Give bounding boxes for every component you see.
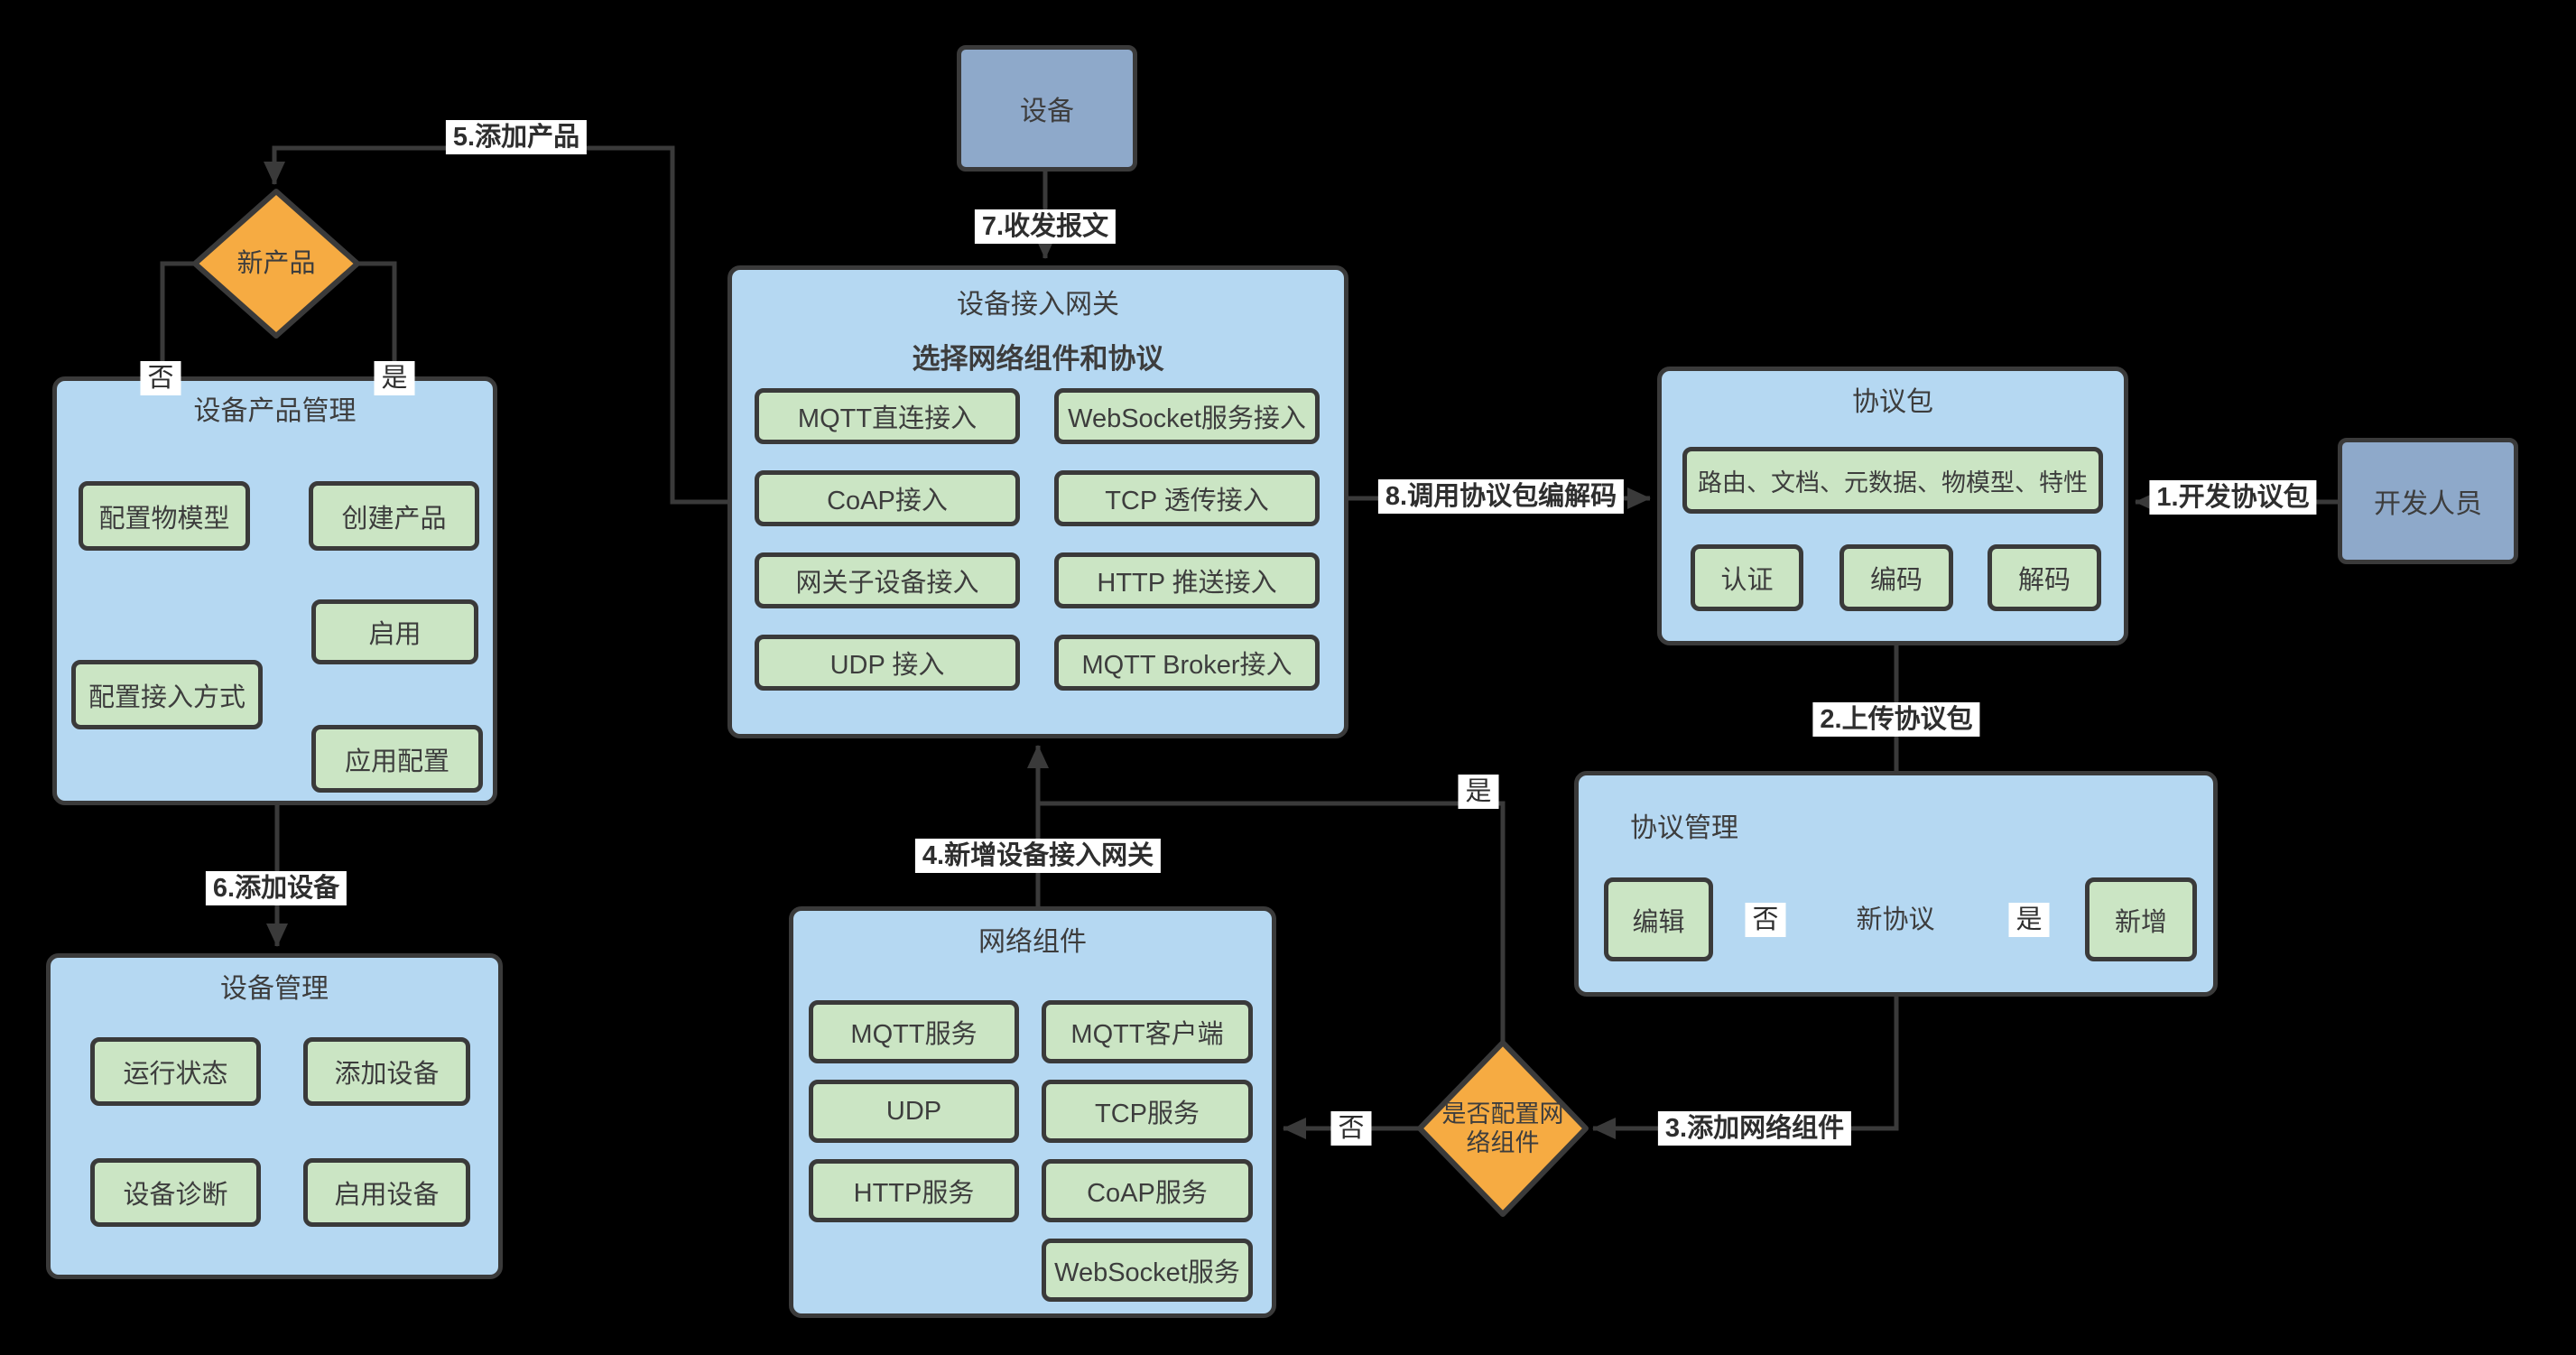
node-create-product: 创建产品 xyxy=(309,481,479,551)
gateway-title: 设备接入网关 xyxy=(957,290,1119,320)
node-add-device: 添加设备 xyxy=(303,1037,470,1106)
node-device: 设备 xyxy=(957,45,1137,172)
gateway-node-mqtt-broker: MQTT Broker接入 xyxy=(1054,635,1320,691)
edge-label-configure-network-no: 否 xyxy=(1330,1111,1372,1146)
protocol-mgmt-title: 协议管理 xyxy=(1630,813,1738,843)
node-websocket-service: WebSocket服务 xyxy=(1042,1239,1253,1302)
node-tcp-service: TCP服务 xyxy=(1042,1080,1253,1143)
product-mgmt-title: 设备产品管理 xyxy=(193,396,357,426)
node-config-access: 配置接入方式 xyxy=(71,660,263,729)
gateway-node-websocket: WebSocket服务接入 xyxy=(1054,388,1320,444)
node-coap-service: CoAP服务 xyxy=(1042,1159,1253,1222)
edge-label-step1: 1.开发协议包 xyxy=(2149,480,2317,515)
node-developer: 开发人员 xyxy=(2338,438,2518,564)
node-edit: 编辑 xyxy=(1604,877,1713,961)
protocol-pkg-title: 协议包 xyxy=(1852,387,1933,417)
device-mgmt-title: 设备管理 xyxy=(220,974,329,1004)
node-config-model: 配置物模型 xyxy=(79,481,250,551)
gateway-subtitle: 选择网络组件和协议 xyxy=(912,343,1164,375)
node-decode: 解码 xyxy=(1988,544,2101,611)
gateway-node-http: HTTP 推送接入 xyxy=(1054,552,1320,608)
node-udp-service: UDP xyxy=(809,1080,1019,1143)
edge-gateway-to-new-product xyxy=(264,145,727,505)
edge-label-new-product-no: 否 xyxy=(140,361,181,395)
decision-configure-network-line2: 络组件 xyxy=(1466,1129,1540,1156)
decision-configure-network-line1: 是否配置网 xyxy=(1441,1100,1564,1128)
decision-new-product-shape xyxy=(192,189,360,339)
node-app-config: 应用配置 xyxy=(311,725,483,793)
gateway-node-coap: CoAP接入 xyxy=(755,470,1020,526)
decision-configure-network-label: 是否配置网 络组件 xyxy=(1442,1100,1564,1157)
gateway-node-udp: UDP 接入 xyxy=(755,635,1020,691)
node-protocol-features: 路由、文档、元数据、物模型、特性 xyxy=(1682,447,2103,514)
node-encode: 编码 xyxy=(1839,544,1953,611)
edge-label-step5: 5.添加产品 xyxy=(445,120,588,154)
node-mqtt-client: MQTT客户端 xyxy=(1042,1000,1253,1063)
decision-new-protocol-label: 新协议 xyxy=(1856,905,1935,934)
edge-label-step6: 6.添加设备 xyxy=(205,871,347,905)
node-enable-device: 启用设备 xyxy=(303,1158,470,1227)
node-device-diagnosis: 设备诊断 xyxy=(90,1158,261,1227)
node-auth: 认证 xyxy=(1691,544,1803,611)
edge-label-step3: 3.添加网络组件 xyxy=(1657,1111,1852,1146)
edge-label-step7: 7.收发报文 xyxy=(974,209,1117,244)
node-run-status: 运行状态 xyxy=(90,1037,261,1106)
node-mqtt-service: MQTT服务 xyxy=(809,1000,1019,1063)
edge-label-new-product-yes: 是 xyxy=(374,361,415,395)
edge-label-step8: 8.调用协议包编解码 xyxy=(1377,479,1625,514)
decision-configure-network-shape xyxy=(1417,1040,1589,1217)
node-add: 新增 xyxy=(2085,877,2197,961)
edge-label-step2: 2.上传协议包 xyxy=(1812,702,1980,737)
edge-label-new-protocol-yes: 是 xyxy=(2008,903,2050,937)
gateway-node-mqtt-direct: MQTT直连接入 xyxy=(755,388,1020,444)
node-http-service: HTTP服务 xyxy=(809,1159,1019,1222)
edge-label-new-protocol-no: 否 xyxy=(1745,903,1786,937)
edge-protocol-to-configure-network xyxy=(1592,986,1899,1139)
gateway-node-subdevice: 网关子设备接入 xyxy=(755,552,1020,608)
decision-new-product-label: 新产品 xyxy=(236,249,316,278)
node-enable: 启用 xyxy=(311,599,478,664)
edge-label-configure-network-yes: 是 xyxy=(1458,775,1499,809)
edge-configure-network-yes xyxy=(1038,801,1506,1043)
edge-label-step4: 4.新增设备接入网关 xyxy=(914,839,1162,873)
gateway-node-tcp: TCP 透传接入 xyxy=(1054,470,1320,526)
network-title: 网络组件 xyxy=(978,927,1087,957)
